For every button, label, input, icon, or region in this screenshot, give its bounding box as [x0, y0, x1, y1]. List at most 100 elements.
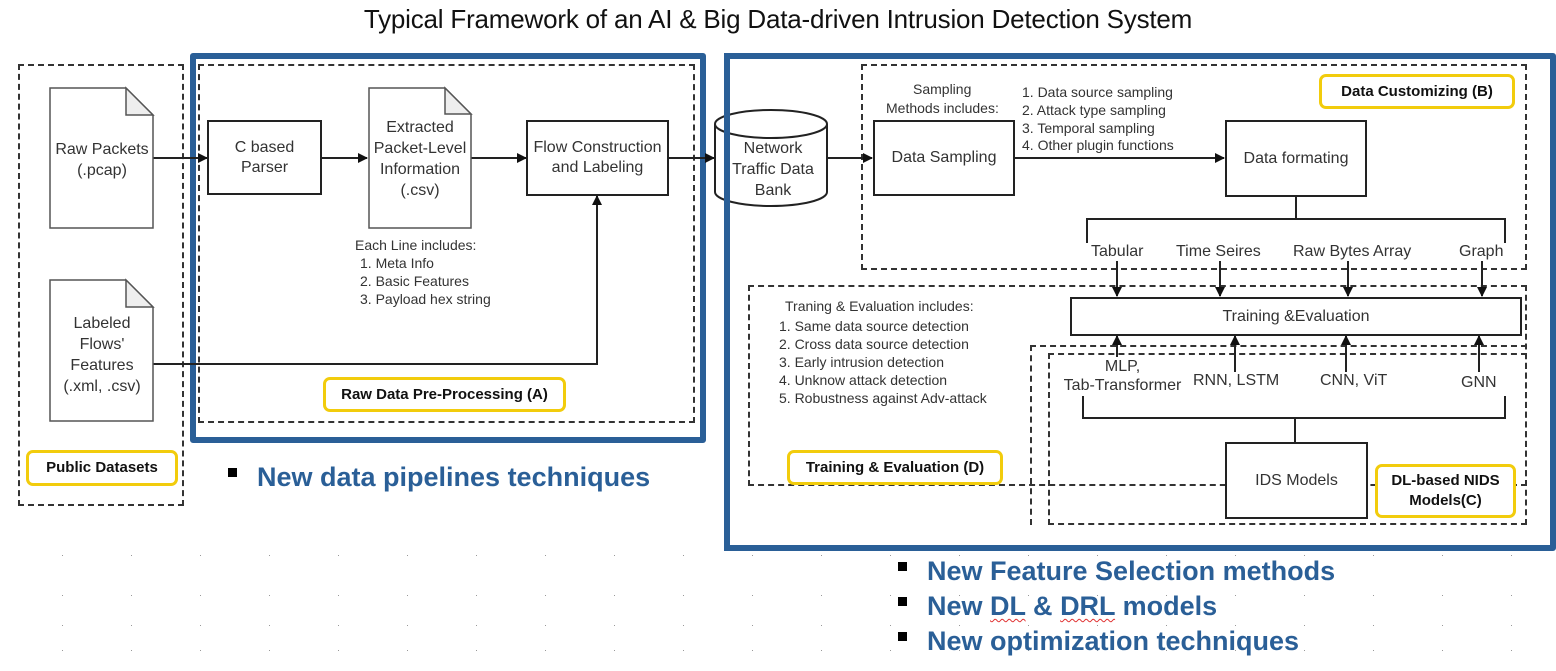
model-gnn: GNN — [1461, 374, 1497, 392]
bullet-dl-drl-models: New DL & DRL models — [898, 591, 1217, 622]
line-includes-item-2: 2. Basic Features — [360, 273, 469, 289]
grid-dot — [614, 555, 615, 556]
grid-dot — [1097, 555, 1098, 556]
raw-packets-doc: Raw Packets (.pcap) — [48, 120, 156, 200]
sampling-title-1: Sampling — [913, 81, 972, 97]
grid-dot — [1166, 555, 1167, 556]
bullet-dl-word: DL — [990, 591, 1026, 621]
preprocessing-label: Raw Data Pre-Processing (A) — [323, 377, 566, 412]
labeled-flows-line-2: Flows' — [79, 336, 125, 353]
grid-dot — [200, 555, 201, 556]
grid-dot — [959, 625, 960, 626]
grid-dot — [407, 650, 408, 651]
bullet-square-icon — [228, 468, 237, 478]
grid-dot — [1166, 595, 1167, 596]
format-graph: Graph — [1459, 243, 1504, 261]
bullet-square-icon — [898, 632, 907, 642]
arrow-labeled-to-flow — [153, 195, 602, 365]
grid-dot — [338, 555, 339, 556]
preprocessing-group — [198, 64, 695, 423]
model-mlp-line-2: Tab-Transformer — [1063, 377, 1182, 394]
grid-dot — [1304, 555, 1305, 556]
flow-line-1: Flow Construction — [533, 139, 662, 156]
grid-dot — [62, 555, 63, 556]
grid-dot — [1442, 625, 1443, 626]
bullet-dl-mid: & — [1025, 591, 1061, 621]
format-time-series: Time Seires — [1176, 243, 1261, 261]
data-bank-line-2: Traffic Data — [732, 160, 814, 178]
model-mlp-line-1: MLP, — [1104, 357, 1141, 376]
grid-dot — [1235, 625, 1236, 626]
extracted-doc: Extracted Packet-Level Information (.csv… — [366, 114, 474, 204]
grid-dot — [476, 595, 477, 596]
labeled-flows-line-4: (.xml, .csv) — [63, 378, 141, 395]
grid-dot — [476, 650, 477, 651]
grid-dot — [1373, 595, 1374, 596]
labeled-flows-line-3: Features — [70, 357, 134, 374]
grid-dot — [614, 650, 615, 651]
format-raw-bytes: Raw Bytes Array — [1293, 243, 1412, 261]
parser-line-2: Parser — [240, 158, 289, 176]
grid-dot — [821, 625, 822, 626]
training-includes-item-1: 1. Same data source detection — [779, 318, 969, 334]
grid-dot — [1235, 555, 1236, 556]
bullet-feature-selection: New Feature Selection methods — [898, 556, 1335, 587]
raw-packets-line-1: Raw Packets — [55, 141, 149, 158]
bullet-data-pipelines-text: New data pipelines techniques — [257, 462, 651, 492]
extracted-line-4: (.csv) — [400, 182, 440, 199]
grid-dot — [752, 650, 753, 651]
model-cnn: CNN, ViT — [1320, 372, 1388, 390]
grid-dot — [1304, 625, 1305, 626]
sampling-method-2: 2. Attack type sampling — [1022, 102, 1166, 118]
dl-models-group — [1048, 353, 1527, 525]
grid-dot — [407, 595, 408, 596]
grid-dot — [959, 555, 960, 556]
dl-models-group-outer — [1030, 345, 1527, 525]
bullet-optimization-text: New optimization techniques — [927, 626, 1300, 656]
grid-dot — [545, 625, 546, 626]
bullet-drl-word: DRL — [1060, 591, 1116, 621]
grid-dot — [1304, 650, 1305, 651]
extracted-line-2: Packet-Level — [373, 140, 467, 157]
grid-dot — [683, 555, 684, 556]
grid-dot — [131, 555, 132, 556]
grid-dot — [614, 625, 615, 626]
grid-dot — [131, 650, 132, 651]
grid-dot — [200, 650, 201, 651]
format-tabular: Tabular — [1091, 243, 1144, 261]
training-includes-item-2: 2. Cross data source detection — [779, 336, 969, 352]
dl-models-label: DL-based NIDS Models(C) — [1375, 464, 1516, 518]
ids-models-box: IDS Models — [1225, 442, 1368, 519]
data-bank-line-1: Network — [743, 139, 803, 157]
training-includes-title: Traning & Evaluation includes: — [785, 298, 974, 314]
flow-construction-box: Flow Construction and Labeling — [526, 120, 669, 196]
grid-dot — [407, 625, 408, 626]
grid-dot — [1097, 625, 1098, 626]
training-evaluation-box: Training &Evaluation — [1070, 297, 1522, 336]
grid-dot — [1097, 595, 1098, 596]
grid-dot — [1442, 595, 1443, 596]
grid-dot — [821, 555, 822, 556]
dl-models-label-line-2: Models(C) — [1409, 492, 1482, 509]
grid-dot — [545, 555, 546, 556]
training-includes-item-3: 3. Early intrusion detection — [779, 354, 944, 370]
grid-dot — [62, 650, 63, 651]
grid-dot — [821, 595, 822, 596]
grid-dot — [821, 650, 822, 651]
grid-dot — [1511, 650, 1512, 651]
grid-dot — [890, 595, 891, 596]
grid-dot — [1097, 650, 1098, 651]
grid-dot — [338, 625, 339, 626]
sampling-title-2: Methods includes: — [886, 100, 999, 116]
grid-dot — [476, 555, 477, 556]
model-rnn: RNN, LSTM — [1193, 372, 1280, 390]
training-evaluation-label: Training & Evaluation (D) — [787, 450, 1003, 485]
grid-dot — [269, 555, 270, 556]
data-bank-label: Network Traffic Data Bank — [728, 136, 818, 202]
grid-dot — [269, 650, 270, 651]
grid-dot — [1373, 625, 1374, 626]
extracted-line-1: Extracted — [386, 119, 454, 136]
grid-dot — [1235, 650, 1236, 651]
grid-dot — [269, 625, 270, 626]
grid-dot — [752, 555, 753, 556]
